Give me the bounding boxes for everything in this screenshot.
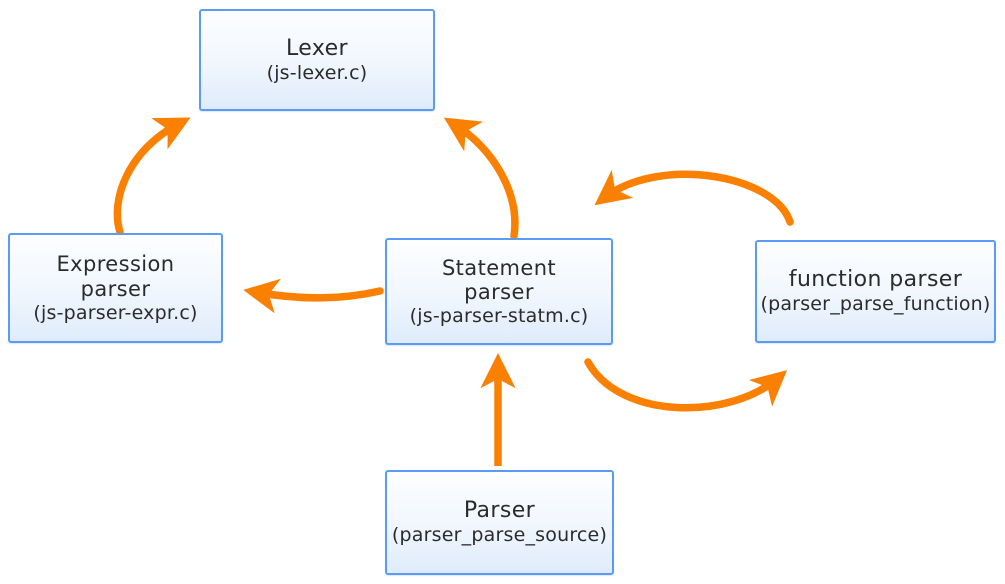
node-lexer[interactable]: Lexer (js-lexer.c) (199, 9, 435, 111)
node-parser[interactable]: Parser (parser_parse_source) (385, 470, 614, 575)
node-statement-parser-title-line2: parser (464, 280, 534, 305)
edge-statement-to-expression (243, 278, 384, 314)
node-expression-parser-title-line1: Expression (56, 252, 175, 277)
node-expression-parser-title-line2: parser (80, 276, 151, 301)
node-lexer-title: Lexer (286, 35, 348, 61)
node-expression-parser[interactable]: Expression parser (js-parser-expr.c) (8, 233, 223, 343)
node-statement-parser-subtitle: (js-parser-statm.c) (409, 305, 589, 328)
node-statement-parser[interactable]: Statement parser (js-parser-statm.c) (385, 238, 613, 345)
node-function-parser-subtitle: (parser_parse_function) (760, 293, 991, 316)
node-function-parser[interactable]: function parser (parser_parse_function) (755, 240, 996, 343)
node-statement-parser-title-line1: Statement (441, 255, 557, 280)
edge-statement-to-function (584, 358, 788, 412)
edge-statement-to-lexer (443, 117, 519, 240)
node-expression-parser-subtitle: (js-parser-expr.c) (33, 301, 198, 324)
node-function-parser-title: function parser (788, 267, 963, 293)
node-parser-subtitle: (parser_parse_source) (391, 524, 608, 547)
edge-expression-to-lexer (113, 117, 191, 236)
node-lexer-subtitle: (js-lexer.c) (266, 61, 368, 84)
edge-function-to-statement (594, 169, 794, 226)
node-parser-title: Parser (463, 498, 536, 524)
